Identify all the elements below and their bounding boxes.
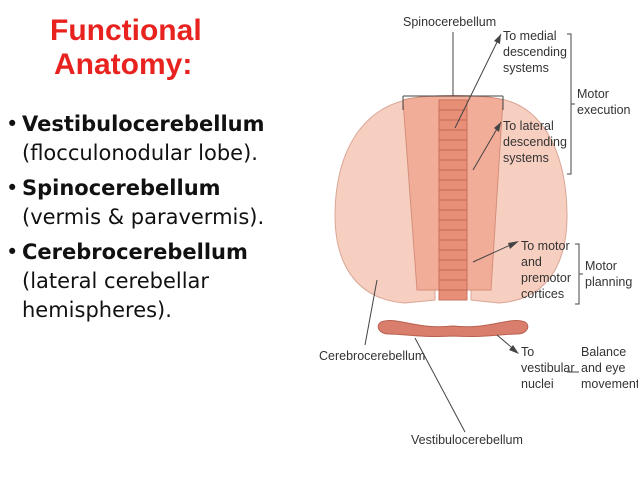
leader-lines bbox=[364, 33, 518, 433]
target-motor-cortices: To motor and premotor cortices bbox=[521, 239, 575, 301]
arrowheads bbox=[494, 34, 519, 354]
target-lateral-descending: To lateral descending systems bbox=[503, 119, 570, 165]
bullet-dot-icon: • bbox=[6, 176, 19, 200]
target-line: descending bbox=[503, 45, 567, 59]
function-line: Balance bbox=[581, 345, 626, 359]
vestibulocerebellum-label: Vestibulocerebellum bbox=[411, 433, 523, 447]
function-brackets bbox=[567, 33, 583, 373]
bullet-term: Vestibulocerebellum bbox=[22, 112, 265, 136]
bullet-spinocerebellum: • Spinocerebellum (vermis & paravermis). bbox=[4, 174, 304, 232]
target-line: and bbox=[521, 255, 542, 269]
function-motor-planning: Motor planning bbox=[585, 259, 632, 289]
target-medial-descending: To medial descending systems bbox=[503, 29, 570, 75]
bullet-desc: (lateral cerebellar hemispheres). bbox=[22, 269, 210, 322]
function-line: Motor bbox=[577, 87, 609, 101]
title-line-2: Anatomy: bbox=[54, 48, 193, 81]
bullet-desc: (vermis & paravermis). bbox=[22, 205, 265, 229]
function-balance-eye: Balance and eye movements bbox=[581, 345, 638, 391]
function-motor-execution: Motor execution bbox=[577, 87, 631, 117]
target-line: cortices bbox=[521, 287, 564, 301]
function-line: Motor bbox=[585, 259, 617, 273]
vermis-striations bbox=[439, 109, 467, 291]
target-vestibular-nuclei: To vestibular nuclei bbox=[521, 345, 578, 391]
target-line: To lateral bbox=[503, 119, 554, 133]
function-line: execution bbox=[577, 103, 631, 117]
target-line: systems bbox=[503, 151, 549, 165]
cerebellar-hemispheres bbox=[334, 97, 568, 304]
target-line: systems bbox=[503, 61, 549, 75]
bullet-dot-icon: • bbox=[6, 240, 19, 264]
function-line: movements bbox=[581, 377, 638, 391]
bullet-desc: (flocculonodular lobe). bbox=[22, 141, 258, 165]
target-line: nuclei bbox=[521, 377, 554, 391]
bullet-list: • Vestibulocerebellum (flocculonodular l… bbox=[4, 110, 304, 331]
function-line: planning bbox=[585, 275, 632, 289]
bullet-term: Spinocerebellum bbox=[22, 176, 221, 200]
spinocerebellum-bracket bbox=[402, 32, 504, 110]
target-line: To bbox=[521, 345, 534, 359]
target-line: premotor bbox=[521, 271, 571, 285]
spinocerebellum-label: Spinocerebellum bbox=[403, 15, 496, 29]
target-line: To motor bbox=[521, 239, 570, 253]
bullet-cerebrocerebellum: • Cerebrocerebellum (lateral cerebellar … bbox=[4, 238, 304, 325]
target-line: descending bbox=[503, 135, 567, 149]
target-line: vestibular bbox=[521, 361, 575, 375]
bullet-dot-icon: • bbox=[6, 112, 19, 136]
function-line: and eye bbox=[581, 361, 626, 375]
flocculonodular-lobe bbox=[377, 320, 529, 338]
target-line: To medial bbox=[503, 29, 557, 43]
bullet-term: Cerebrocerebellum bbox=[22, 240, 248, 264]
slide-title: Functional Anatomy: bbox=[50, 14, 280, 82]
cerebellum-diagram: Spinocerebellum To medial descending sys… bbox=[319, 15, 638, 447]
bullet-vestibulocerebellum: • Vestibulocerebellum (flocculonodular l… bbox=[4, 110, 304, 168]
cerebrocerebellum-label: Cerebrocerebellum bbox=[319, 349, 425, 363]
title-line-1: Functional bbox=[50, 14, 202, 47]
